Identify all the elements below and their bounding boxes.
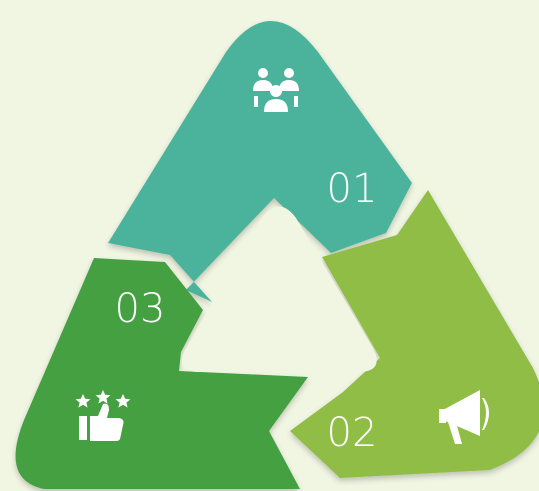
segment-01: 01 [108,21,412,302]
center-triangle [181,206,377,372]
segment-03: 03 [15,258,308,489]
thumbs-up-rating-icon [75,390,131,441]
segment-02: 02 [290,190,539,478]
step-number-01: 01 [327,166,378,212]
megaphone-icon [439,390,489,444]
step-number-03: 03 [115,286,166,332]
step-number-02: 02 [327,410,378,456]
team-icon [253,68,299,112]
segment-01-shape [108,21,412,302]
segment-03-shape [15,258,308,489]
